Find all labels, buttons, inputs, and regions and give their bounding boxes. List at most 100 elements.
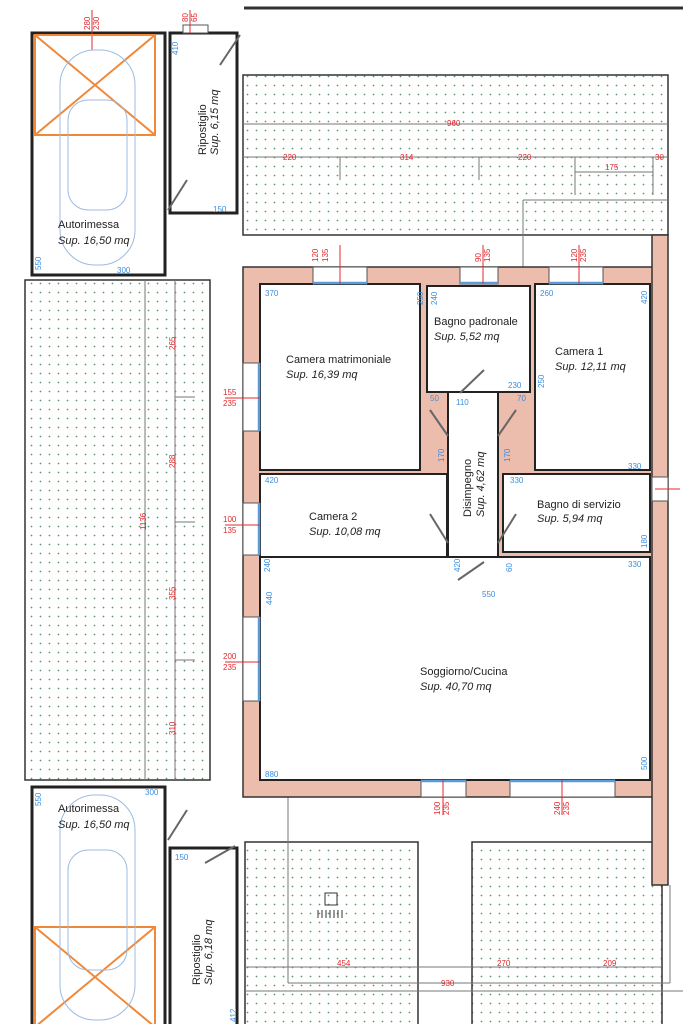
dimension-label-blue: 300 (117, 266, 131, 275)
car-icons (59, 49, 136, 1021)
dimension-label-red: 209 (603, 959, 617, 968)
dimension-label-red: 230 (92, 16, 101, 30)
room-name: Camera 2 (309, 511, 357, 523)
dimension-label-red: 90 (474, 253, 483, 262)
dimension-label-blue: 240 (263, 558, 272, 572)
door[interactable] (459, 369, 485, 394)
room-area: Sup. 6,18 mq (203, 919, 215, 985)
car-icon (59, 49, 136, 266)
garden-bottom-left (244, 841, 419, 1024)
room-area: Sup. 6,15 mq (209, 89, 221, 155)
room-bagno-servizio[interactable] (502, 473, 651, 553)
dimension-label-blue: 550 (34, 256, 43, 270)
dimension-label-red: 30 (655, 153, 664, 162)
dimension-label-blue: 420 (453, 558, 462, 572)
room-area: Sup. 16,50 mq (58, 235, 130, 247)
dimension-label-red: 135 (321, 248, 330, 262)
dimension-label-red: 960 (447, 119, 461, 128)
dimension-label-red: 80 (181, 13, 190, 22)
room-name: Camera 1 (555, 346, 603, 358)
dimension-ticks (91, 10, 680, 815)
dimension-label-red: 930 (441, 979, 455, 988)
dimension-label-red: 235 (562, 801, 571, 815)
dimension-label-blue: 50 (430, 394, 439, 403)
room-ripostiglio-top[interactable] (168, 31, 239, 215)
dimension-label-blue: 60 (505, 563, 514, 572)
dimension-label-blue: 250 (537, 374, 546, 388)
dimension-label-red: 200 (223, 652, 237, 661)
door[interactable] (167, 809, 188, 841)
dimension-label-red: 288 (168, 454, 177, 468)
dimension-label-red: 235 (223, 399, 237, 408)
room-ripostiglio-bottom[interactable] (168, 846, 239, 1024)
rooms (30, 31, 651, 1024)
dimension-label-blue: 150 (175, 853, 189, 862)
dimension-label-red: 235 (223, 663, 237, 672)
door[interactable] (429, 513, 449, 544)
dimension-label-blue: 370 (265, 289, 279, 298)
room-area: Sup. 5,94 mq (537, 513, 603, 525)
dimension-label-blue: 550 (482, 590, 496, 599)
car-icon (59, 794, 136, 1021)
room-name: Disimpegno (462, 459, 474, 517)
dimension-label-red: 235 (442, 801, 451, 815)
dimension-label-red: 314 (400, 153, 414, 162)
dimension-label-blue: 70 (517, 394, 526, 403)
dimension-label-red: 220 (283, 153, 297, 162)
door[interactable] (219, 34, 241, 66)
room-autorimessa-top[interactable] (30, 31, 167, 277)
garden-top (242, 74, 669, 236)
doors (167, 34, 517, 864)
dimension-label-blue: 500 (640, 756, 649, 770)
dimension-label-red: 135 (223, 526, 237, 535)
dimension-label-blue: 880 (265, 770, 279, 779)
dimension-label-blue: 440 (265, 591, 274, 605)
dimension-lines (144, 6, 683, 992)
dimension-label-red: 100 (223, 515, 237, 524)
room-camera-1[interactable] (534, 283, 651, 471)
door[interactable] (167, 179, 188, 211)
dimension-label-blue: 250 (416, 291, 425, 305)
dimension-label-blue: 330 (628, 462, 642, 471)
dimension-label-blue: 330 (628, 560, 642, 569)
dimension-label-blue: 170 (437, 448, 446, 462)
door[interactable] (457, 561, 485, 581)
room-autorimessa-bottom[interactable] (30, 785, 167, 1024)
dimension-label-blue: 410 (171, 41, 180, 55)
door[interactable] (497, 513, 517, 544)
room-camera-matrimoniale[interactable] (259, 283, 421, 471)
room-labels: Autorimessa Sup. 16,50 mq Ripostiglio Su… (58, 89, 627, 985)
dimension-label-red: 454 (337, 959, 351, 968)
dimension-label-red: 120 (570, 248, 579, 262)
door[interactable] (497, 409, 517, 437)
room-area: Sup. 4,62 mq (475, 451, 487, 517)
dimension-label-blue: 170 (503, 448, 512, 462)
door[interactable] (204, 845, 236, 864)
door[interactable] (429, 409, 449, 437)
dimension-label-red: 355 (168, 586, 177, 600)
room-area: Sup. 12,11 mq (555, 361, 627, 373)
dimension-label-blue: 230 (508, 381, 522, 390)
room-name: Bagno di servizio (537, 499, 621, 511)
dimension-label-red: 155 (223, 388, 237, 397)
garden-left (24, 279, 211, 781)
room-name: Autorimessa (58, 219, 120, 231)
dimension-label-blue: 550 (34, 792, 43, 806)
room-soggiorno[interactable] (259, 556, 651, 781)
room-area: Sup. 16,39 mq (286, 369, 358, 381)
room-area: Sup. 16,50 mq (58, 819, 130, 831)
dimension-label-blue: 180 (640, 534, 649, 548)
dimension-label-red: 120 (311, 248, 320, 262)
dimension-label-blue: 420 (265, 476, 279, 485)
room-name: Ripostiglio (197, 104, 209, 155)
dimension-label-blue: 260 (540, 289, 554, 298)
room-name: Ripostiglio (191, 934, 203, 985)
room-area: Sup. 40,70 mq (420, 681, 492, 693)
room-area: Sup. 5,52 mq (434, 331, 500, 343)
dimension-label-red: 280 (83, 16, 92, 30)
dimension-label-red: 1136 (139, 512, 148, 530)
dimension-label-red: 175 (605, 163, 619, 172)
dimension-label-blue: 330 (510, 476, 524, 485)
